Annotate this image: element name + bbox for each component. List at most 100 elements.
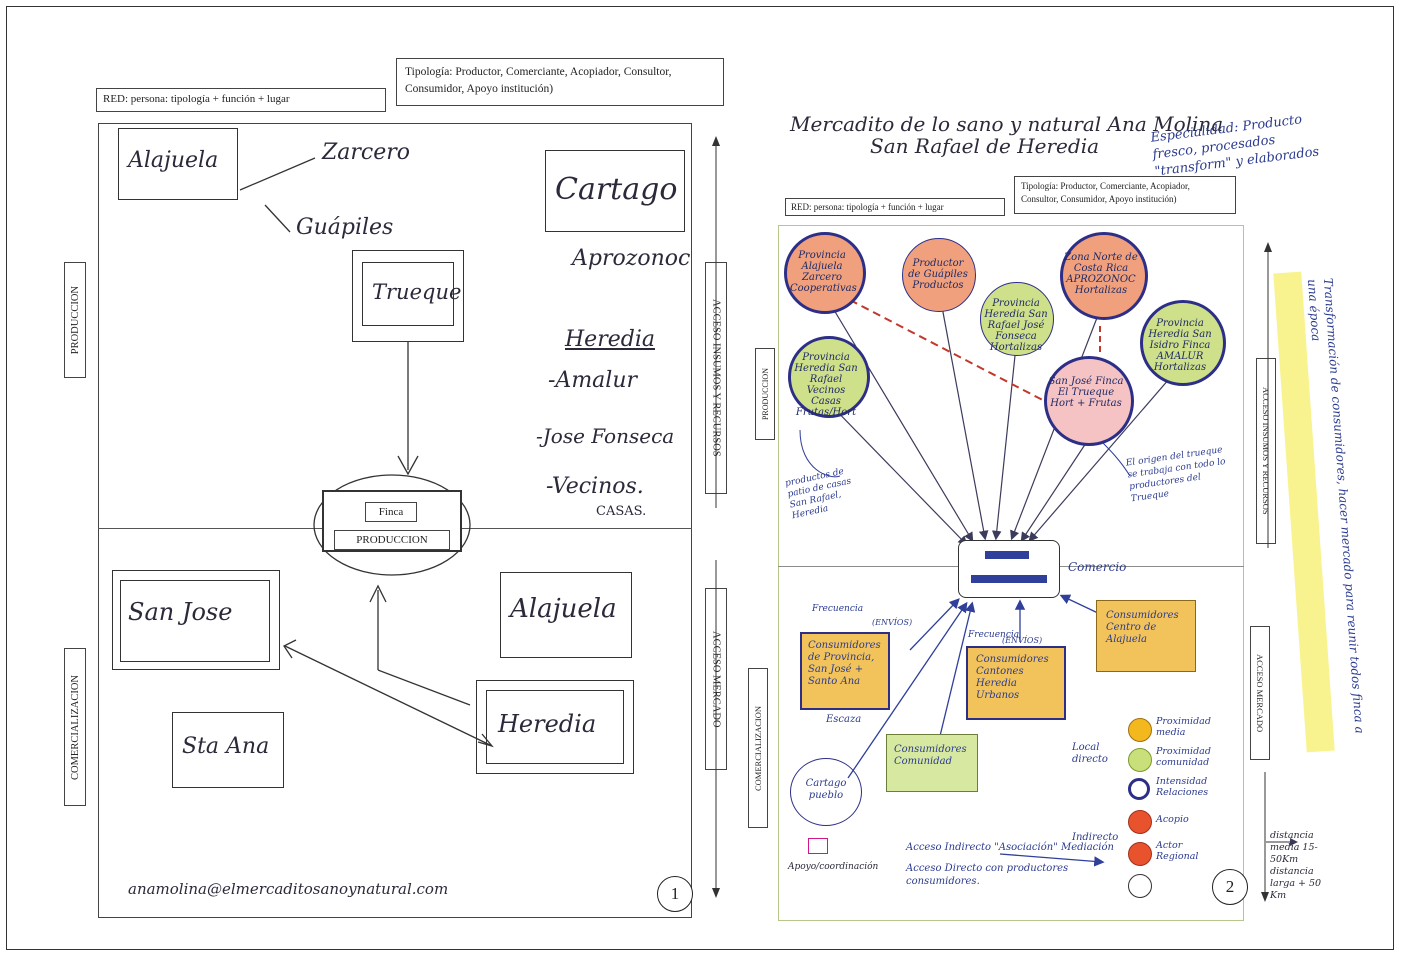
legend-dot-4 — [1128, 842, 1152, 866]
dashed-zarcero-trueque — [849, 299, 1059, 409]
arrow-josefonseca — [991, 345, 1017, 541]
box-consumidores-alajuela-label: Consumidores Centro de Alajuela — [1106, 610, 1179, 645]
right-red-box: RED: persona: tipología + función + luga… — [785, 198, 1005, 216]
circle-amalur-label: Provincia Heredia San Isidro Finca AMALU… — [1148, 318, 1212, 373]
right-acceso-directo: Acceso Directo con productores consumido… — [906, 863, 1069, 887]
left-heredia-bottom-label: Heredia — [498, 710, 597, 738]
left-alajuela-label: Alajuela — [128, 148, 219, 173]
legend-dot-1 — [1128, 748, 1152, 772]
legend-dot-0 — [1128, 718, 1152, 742]
right-red-text: RED: persona: tipología + función + luga… — [791, 202, 944, 212]
right-tipologia-box: Tipología: Productor, Comerciante, Acopi… — [1014, 176, 1236, 214]
box-consumidores-comunidad — [886, 734, 978, 792]
left-sanjose-box — [112, 570, 280, 670]
left-trueque-box — [352, 250, 464, 342]
left-aprozonoc-label: Aprozonoc — [572, 246, 691, 271]
arrow-acceso-directo — [999, 853, 1105, 867]
right-comercializacion-label: COMERCIALIZACION — [748, 668, 768, 828]
left-email: anamolina@elmercaditosanoynatural.com — [128, 880, 449, 898]
arrow-guapiles — [939, 295, 989, 541]
left-vecinos-label: -Vecinos. — [546, 474, 644, 499]
arrow-consumidores-comunidad — [939, 601, 976, 737]
circle-vecinos — [788, 336, 870, 418]
arrow-vecinos — [825, 399, 968, 546]
left-heredia-label: Heredia — [565, 327, 655, 352]
left-trueque-label: Trueque — [372, 280, 462, 304]
left-alajuela-bottom-box — [500, 572, 632, 658]
right-acceso-mercado-text: ACCESO MERCADO — [1255, 653, 1265, 733]
left-red-text: RED: persona: tipología + función + luga… — [103, 93, 290, 105]
right-tipologia-text: Tipología: Productor, Comerciante, Acopi… — [1021, 181, 1190, 204]
right-acceso-insumos-text: ACCESO INSUMOS Y RECURSOS — [1261, 387, 1271, 515]
circle-vecinos-label: Provincia Heredia San Rafael Vecinos Cas… — [794, 352, 858, 418]
legend-label-1: Proximidad comunidad — [1156, 746, 1211, 768]
left-axis-top-arrowhead — [712, 136, 720, 146]
left-line-to-heredia — [377, 669, 471, 706]
circle-zarcero — [784, 232, 866, 314]
left-axis-bottom-arrowhead — [712, 888, 720, 898]
right-acceso-insumos-label: ACCESO INSUMOS Y RECURSOS — [1256, 358, 1276, 544]
legend-label-4: Actor Regional — [1156, 840, 1199, 862]
left-heredia-bottom-inner-box — [486, 690, 624, 764]
left-arrowhead-heredia — [477, 733, 494, 748]
right-envios-1: (ENVÍOS) — [872, 618, 913, 627]
right-envios-2: (ENVÍOS) — [1002, 636, 1043, 645]
box-consumidores-provincia-label: Consumidores de Provincia, San José + Sa… — [808, 640, 881, 687]
left-alajuela-box — [118, 128, 238, 200]
right-marker-2: 2 — [1212, 869, 1248, 905]
left-alajuela-bottom-label: Alajuela — [510, 594, 617, 624]
left-staana-label: Sta Ana — [182, 734, 270, 759]
box-consumidores-cantones-label: Consumidores Cantones Heredia Urbanos — [976, 654, 1049, 701]
circle-cartago — [790, 758, 862, 826]
circle-cartago-label: Cartago pueblo — [805, 778, 847, 801]
left-red-box: RED: persona: tipología + función + luga… — [96, 88, 386, 112]
right-escaza: Escaza — [826, 714, 862, 725]
left-line-zarcero — [239, 157, 316, 191]
right-comercio-label: Comercio — [1068, 560, 1127, 574]
left-trueque-inner-box — [362, 262, 454, 326]
left-guapiles-label: Guápiles — [296, 215, 394, 240]
arrow-amalur — [1028, 363, 1183, 542]
circle-josefonseca-label: Provincia Heredia San Rafael José Fonsec… — [984, 298, 1048, 353]
left-cartago-label: Cartago — [555, 172, 678, 207]
left-produccion-label: PRODUCCION — [64, 262, 86, 378]
left-staana-box — [172, 712, 284, 788]
left-heredia-bottom-box — [476, 680, 634, 774]
right-apoyo-label: Apoyo/coordinación — [788, 862, 879, 872]
left-zarcero-label: Zarcero — [322, 140, 411, 165]
curve-productos — [799, 429, 841, 478]
apoyo-icon — [808, 838, 828, 854]
arrow-consumidores-provincia — [909, 598, 960, 651]
right-acceso-mercado-label: ACCESO MERCADO — [1250, 626, 1270, 760]
circle-trueque-label: San José Finca El Trueque Hort + Frutas — [1048, 376, 1124, 409]
right-indirecto-label: Indirecto — [1072, 832, 1119, 843]
circle-zarcero-label: Provincia Alajuela Zarcero Cooperativas — [790, 250, 857, 294]
right-frecuencia-2: Frecuencia — [968, 630, 1020, 640]
legend-dot-5 — [1128, 874, 1152, 898]
box-consumidores-cantones — [966, 646, 1066, 720]
left-produccion-box: PRODUCCION — [334, 530, 450, 550]
left-cartago-box — [545, 150, 685, 232]
left-tipologia-box: Tipología: Productor, Comerciante, Acopi… — [396, 58, 724, 106]
right-comercio-box — [958, 540, 1060, 598]
comercio-bar-1 — [985, 551, 1029, 559]
left-josefonseca-label: -Jose Fonseca — [536, 424, 675, 448]
right-axis-top-arrowhead — [1264, 242, 1272, 252]
circle-amalur — [1140, 300, 1226, 386]
circle-josefonseca — [980, 282, 1054, 356]
right-title-line2: San Rafael de Heredia — [870, 134, 1100, 158]
arrow-cartago — [847, 601, 968, 779]
arrow-trueque — [1020, 439, 1089, 543]
left-produccion-box-label: PRODUCCION — [356, 534, 428, 546]
arrow-zarcero — [827, 299, 974, 543]
right-produccion-label: PRODUCCION — [755, 348, 775, 440]
left-finca-circle — [313, 474, 471, 576]
legend-dot-3 — [1128, 810, 1152, 834]
left-finca-label-box: Finca — [365, 502, 417, 522]
left-line-guapiles — [264, 204, 291, 233]
left-arrow-trueque-head — [397, 455, 419, 476]
left-line-sanjose-heredia — [284, 645, 491, 746]
right-acceso-indirecto: Acceso Indirecto "Asociación" Mediación — [906, 842, 1114, 853]
right-local-directo: Local directo — [1072, 742, 1108, 765]
